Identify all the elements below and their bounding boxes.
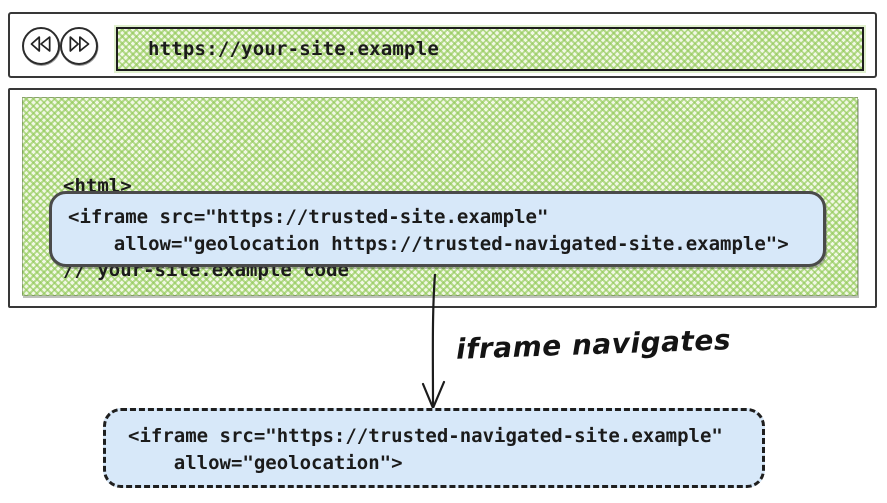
page-background: <html> // your-site.example code <iframe… — [22, 97, 858, 296]
address-url: https://your-site.example — [148, 38, 439, 60]
iframe-allow-line: allow="geolocation https://trusted-navig… — [68, 233, 789, 255]
navigated-iframe-src-line: <iframe src="https://trusted-navigated-s… — [128, 425, 723, 447]
address-bar: https://your-site.example — [116, 27, 864, 71]
arrow-label: iframe navigates — [455, 323, 732, 366]
fast-rewind-icon — [28, 33, 54, 59]
forward-button — [60, 27, 98, 65]
iframe-src-line: <iframe src="https://trusted-site.exampl… — [68, 206, 549, 228]
fast-forward-icon — [66, 33, 92, 59]
navigation-arrow — [421, 274, 446, 410]
back-button — [22, 27, 60, 65]
iframe-embed-box: <iframe src="https://trusted-site.exampl… — [49, 191, 826, 267]
navigated-iframe-allow-line: allow="geolocation"> — [128, 452, 403, 474]
browser-chrome-bar: https://your-site.example — [8, 12, 877, 78]
browser-viewport: <html> // your-site.example code <iframe… — [8, 88, 877, 308]
navigated-iframe-box: <iframe src="https://trusted-navigated-s… — [103, 408, 765, 488]
